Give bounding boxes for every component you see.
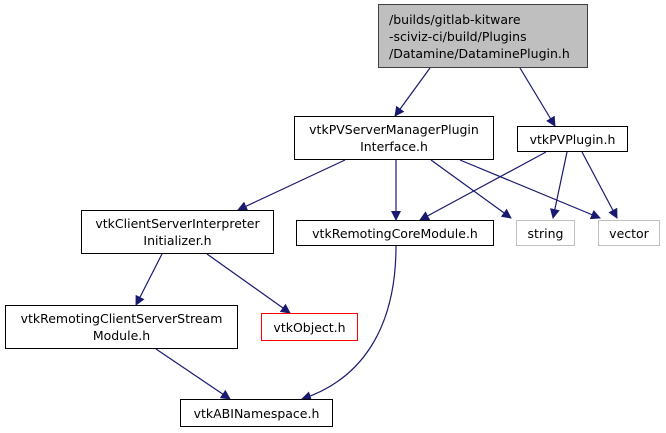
edge-pvplugin-to-rcm bbox=[419, 151, 547, 221]
edge-rcssm-to-abi bbox=[155, 348, 231, 400]
node-server-manager-plugin-interface[interactable]: vtkPVServerManagerPlugin Interface.h bbox=[294, 116, 494, 160]
node-remoting-client-server-stream-module[interactable]: vtkRemotingClientServerStream Module.h bbox=[5, 305, 238, 349]
node-datamine-plugin[interactable]: /builds/gitlab-kitware -sciviz-ci/build/… bbox=[378, 4, 588, 68]
edge-root-to-pvplugin bbox=[519, 67, 556, 127]
edge-csii-to-object bbox=[206, 253, 291, 314]
edge-smpi-to-string bbox=[430, 159, 512, 219]
node-vector[interactable]: vector bbox=[598, 220, 660, 246]
node-remoting-core-module[interactable]: vtkRemotingCoreModule.h bbox=[296, 220, 494, 246]
node-pv-plugin[interactable]: vtkPVPlugin.h bbox=[517, 126, 628, 152]
edge-smpi-to-vector bbox=[459, 159, 601, 220]
edge-smpi-to-csii bbox=[237, 159, 346, 211]
node-client-server-interpreter-initializer[interactable]: vtkClientServerInterpreter Initializer.h bbox=[81, 210, 274, 254]
node-vtk-object[interactable]: vtkObject.h bbox=[261, 313, 358, 341]
node-string[interactable]: string bbox=[516, 220, 575, 246]
edge-pvplugin-to-vector bbox=[581, 151, 618, 219]
edge-rcm-to-abi bbox=[301, 245, 397, 401]
edge-pvplugin-to-string bbox=[549, 151, 568, 219]
node-abi-namespace[interactable]: vtkABINamespace.h bbox=[180, 399, 333, 427]
edge-root-to-smpi bbox=[394, 67, 431, 117]
edge-csii-to-rcssm bbox=[135, 253, 163, 306]
